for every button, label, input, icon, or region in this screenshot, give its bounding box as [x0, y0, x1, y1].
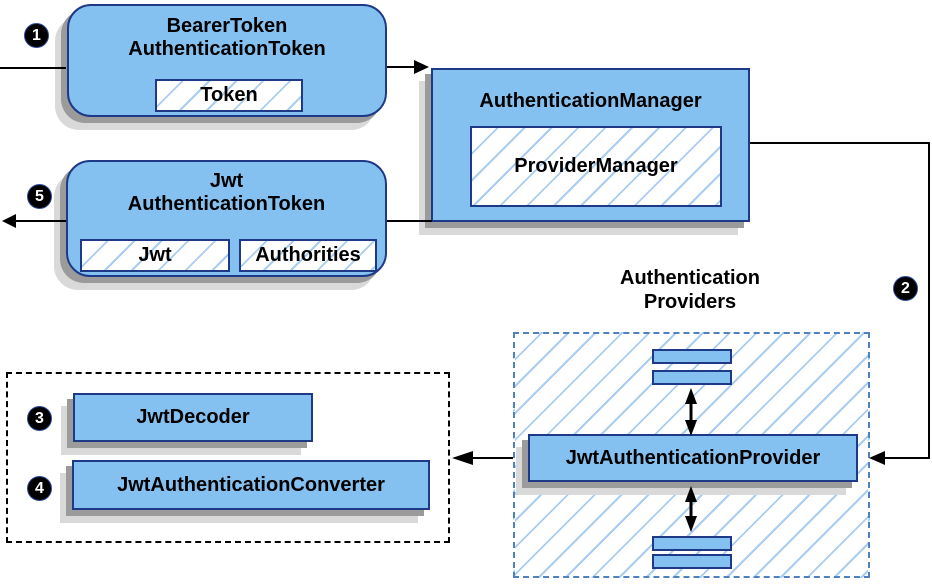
provider-stub-bar	[652, 554, 732, 569]
step-badge-2: 2	[893, 276, 918, 301]
provider-stub-bar	[652, 349, 732, 364]
field-jwt: Jwt	[80, 239, 230, 272]
field-authorities: Authorities	[239, 239, 377, 272]
authentication-manager-title: AuthenticationManager	[479, 90, 702, 112]
jwt-token-title: Jwt AuthenticationToken	[127, 170, 326, 215]
field-provider-manager: ProviderManager	[470, 126, 722, 207]
field-token: Token	[155, 79, 303, 112]
arrow-provider-to-decoder-group	[452, 451, 513, 465]
authentication-providers-label: Authentication Providers	[620, 267, 760, 313]
step-badge-1: 1	[24, 23, 49, 48]
provider-stub-bar	[652, 370, 732, 385]
node-jwt-authentication-token: Jwt AuthenticationToken Jwt Authorities	[66, 160, 387, 277]
step-badge-3: 3	[27, 406, 52, 431]
step-badge-5: 5	[27, 184, 52, 209]
step-badge-4: 4	[27, 476, 52, 501]
node-jwt-authentication-provider: JwtAuthenticationProvider	[528, 434, 858, 482]
node-jwt-decoder: JwtDecoder	[73, 393, 313, 442]
provider-stub-bar	[652, 536, 732, 551]
node-authentication-manager: AuthenticationManager ProviderManager	[431, 68, 750, 222]
jwt-components-group	[6, 372, 450, 543]
arrow-jwt-token-out	[2, 214, 66, 228]
node-jwt-authentication-converter: JwtAuthenticationConverter	[72, 460, 430, 510]
bearer-token-title: BearerToken AuthenticationToken	[128, 15, 326, 60]
arrow-bearer-to-manager	[387, 60, 429, 74]
node-bearer-token-authentication-token: BearerToken AuthenticationToken Token	[67, 4, 387, 117]
